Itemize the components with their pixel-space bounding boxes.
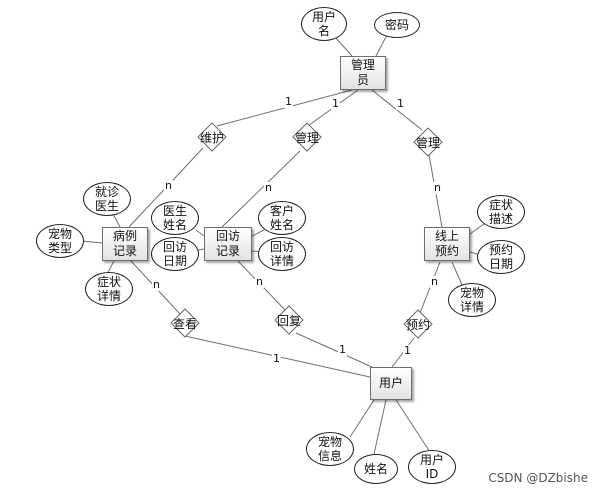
entity-visit-record[interactable]: 回访 记录 — [204, 227, 252, 261]
attr-case-doctor[interactable]: 就诊 医生 — [83, 182, 131, 216]
line-booking-pet-details — [451, 261, 463, 286]
attr-visit-date[interactable]: 回访 日期 — [151, 237, 199, 271]
attr-admin-password[interactable]: 密码 — [374, 12, 420, 38]
relationship-label: 维护 — [199, 130, 224, 145]
attr-booking-date[interactable]: 预约 日期 — [477, 240, 525, 274]
entity-online-booking[interactable]: 线上 预约 — [424, 227, 470, 261]
cardinality-maintain-case: n — [164, 179, 173, 192]
cardinality-reply-user: 1 — [338, 343, 347, 356]
cardinality-book-user: 1 — [403, 344, 412, 357]
relationship-label: 查看 — [172, 316, 197, 331]
cardinality-visit-reply: n — [255, 275, 264, 288]
cardinality-admin-manage-visit: 1 — [331, 97, 340, 110]
diamond-shape — [292, 122, 322, 152]
relationship-manage-visit[interactable]: 管理 — [284, 122, 330, 152]
line-visit-doctor-name — [195, 229, 205, 237]
attr-user-pet-info[interactable]: 宠物 信息 — [306, 432, 354, 466]
attr-case-pet-type[interactable]: 宠物 类型 — [36, 224, 84, 258]
line-case-pet-type — [81, 240, 103, 244]
relationship-label: 回复 — [276, 313, 301, 328]
cardinality-manage-booking-record: n — [433, 181, 442, 194]
attr-booking-pet-details[interactable]: 宠物 详情 — [448, 283, 496, 317]
relationship-label: 管理 — [294, 130, 319, 145]
line-admin-maintain — [216, 89, 353, 127]
relationship-view[interactable]: 查看 — [162, 308, 208, 338]
entity-admin[interactable]: 管理 员 — [340, 56, 386, 90]
attr-user-name[interactable]: 姓名 — [354, 454, 398, 484]
relationship-maintain[interactable]: 维护 — [189, 122, 235, 152]
attr-visit-customer-name[interactable]: 客户 姓名 — [258, 201, 306, 235]
cardinality-booking-book: n — [430, 275, 439, 288]
cardinality-admin-manage-booking: 1 — [396, 97, 405, 110]
line-user-pet-info — [349, 399, 375, 438]
relationship-book[interactable]: 预约 — [395, 309, 441, 339]
diamond-shape — [274, 305, 304, 335]
diamond-shape — [197, 122, 227, 152]
cardinality-admin-maintain: 1 — [284, 95, 293, 108]
line-admin-password — [375, 32, 389, 57]
cardinality-manage-visit-record: n — [264, 181, 273, 194]
cardinality-view-user: 1 — [272, 352, 281, 365]
line-visit-customer-name — [251, 229, 265, 237]
diamond-shape — [170, 308, 200, 338]
line-booking-symptom-desc — [469, 223, 485, 235]
line-user-name — [373, 399, 387, 455]
cardinality-case-view: n — [152, 278, 161, 291]
line-reply-user — [295, 332, 373, 368]
attr-case-symptoms[interactable]: 症状 详情 — [85, 272, 133, 306]
relationship-label: 管理 — [415, 135, 440, 150]
diamond-shape — [403, 309, 433, 339]
entity-case-record[interactable]: 病例 记录 — [102, 227, 148, 261]
attr-admin-username[interactable]: 用户 名 — [301, 7, 347, 41]
attr-visit-details[interactable]: 回访 详情 — [258, 237, 306, 271]
watermark-text: CSDN @DZbishe — [488, 471, 588, 485]
line-visit-date — [197, 248, 205, 251]
relationship-label: 预约 — [405, 317, 430, 332]
relationship-manage-booking[interactable]: 管理 — [405, 127, 451, 157]
attr-user-id[interactable]: 用户 ID — [408, 450, 456, 484]
entity-user[interactable]: 用户 — [370, 367, 412, 400]
attr-booking-symptom-desc[interactable]: 症状 描述 — [477, 195, 525, 229]
line-user-id — [395, 399, 431, 453]
line-admin-manage-booking — [371, 89, 423, 131]
line-manage-visit-record — [221, 150, 301, 228]
line-admin-username — [334, 36, 353, 57]
diamond-shape — [413, 127, 443, 157]
relationship-reply[interactable]: 回复 — [266, 305, 312, 335]
attr-visit-doctor-name[interactable]: 医生 姓名 — [151, 201, 199, 235]
